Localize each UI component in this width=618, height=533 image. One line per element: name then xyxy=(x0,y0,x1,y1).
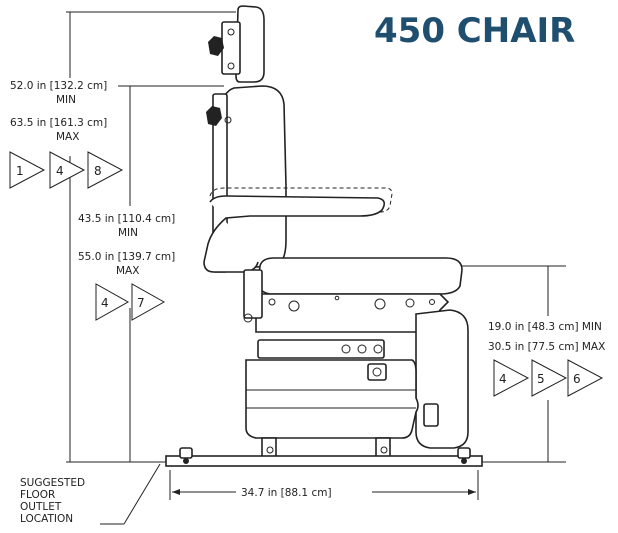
seat-max-label: 30.5 in [77.5 cm] MAX xyxy=(488,341,605,353)
diagram-title: 450 CHAIR xyxy=(374,11,575,51)
back-min-label: 43.5 in [110.4 cm] xyxy=(78,213,175,225)
base-width-label: 34.7 in [88.1 cm] xyxy=(241,487,332,499)
overall-max-tag: MAX xyxy=(56,131,79,143)
marker-number: 4 xyxy=(56,164,64,178)
outlet-note-line-3: OUTLET xyxy=(20,501,62,513)
dimension-lines xyxy=(66,11,566,525)
marker-number: 5 xyxy=(537,372,545,386)
back-max-tag: MAX xyxy=(116,265,139,277)
overall-min-label: 52.0 in [132.2 cm] xyxy=(10,80,107,92)
back-max-label: 55.0 in [139.7 cm] xyxy=(78,251,175,263)
marker-triangle: 5 xyxy=(531,359,568,397)
overall-min-tag: MIN xyxy=(56,94,76,106)
marker-group-back: 4 7 xyxy=(95,283,166,321)
marker-number: 7 xyxy=(137,296,145,310)
marker-group-overall: 1 4 8 xyxy=(9,151,124,189)
marker-group-seat: 4 5 6 xyxy=(493,359,604,397)
dimension-labels: 52.0 in [132.2 cm] MIN 63.5 in [161.3 cm… xyxy=(10,80,605,525)
outlet-note-line-1: SUGGESTED xyxy=(20,477,85,489)
chair-drawing xyxy=(165,5,483,467)
back-min-tag: MIN xyxy=(118,227,138,239)
marker-triangle: 6 xyxy=(567,359,604,397)
seat-min-label: 19.0 in [48.3 cm] MIN xyxy=(488,321,602,333)
marker-number: 4 xyxy=(499,372,507,386)
marker-triangle: 7 xyxy=(131,283,166,321)
marker-triangle: 4 xyxy=(493,359,530,397)
marker-triangle: 4 xyxy=(95,283,130,321)
outlet-note-line-4: LOCATION xyxy=(20,513,73,525)
marker-number: 4 xyxy=(101,296,109,310)
marker-number: 8 xyxy=(94,164,102,178)
marker-triangle: 1 xyxy=(9,151,46,189)
marker-triangle: 8 xyxy=(87,151,124,189)
outlet-note-line-2: FLOOR xyxy=(20,489,55,501)
marker-number: 6 xyxy=(573,372,581,386)
marker-triangle: 4 xyxy=(49,151,86,189)
overall-max-label: 63.5 in [161.3 cm] xyxy=(10,117,107,129)
marker-number: 1 xyxy=(16,164,24,178)
